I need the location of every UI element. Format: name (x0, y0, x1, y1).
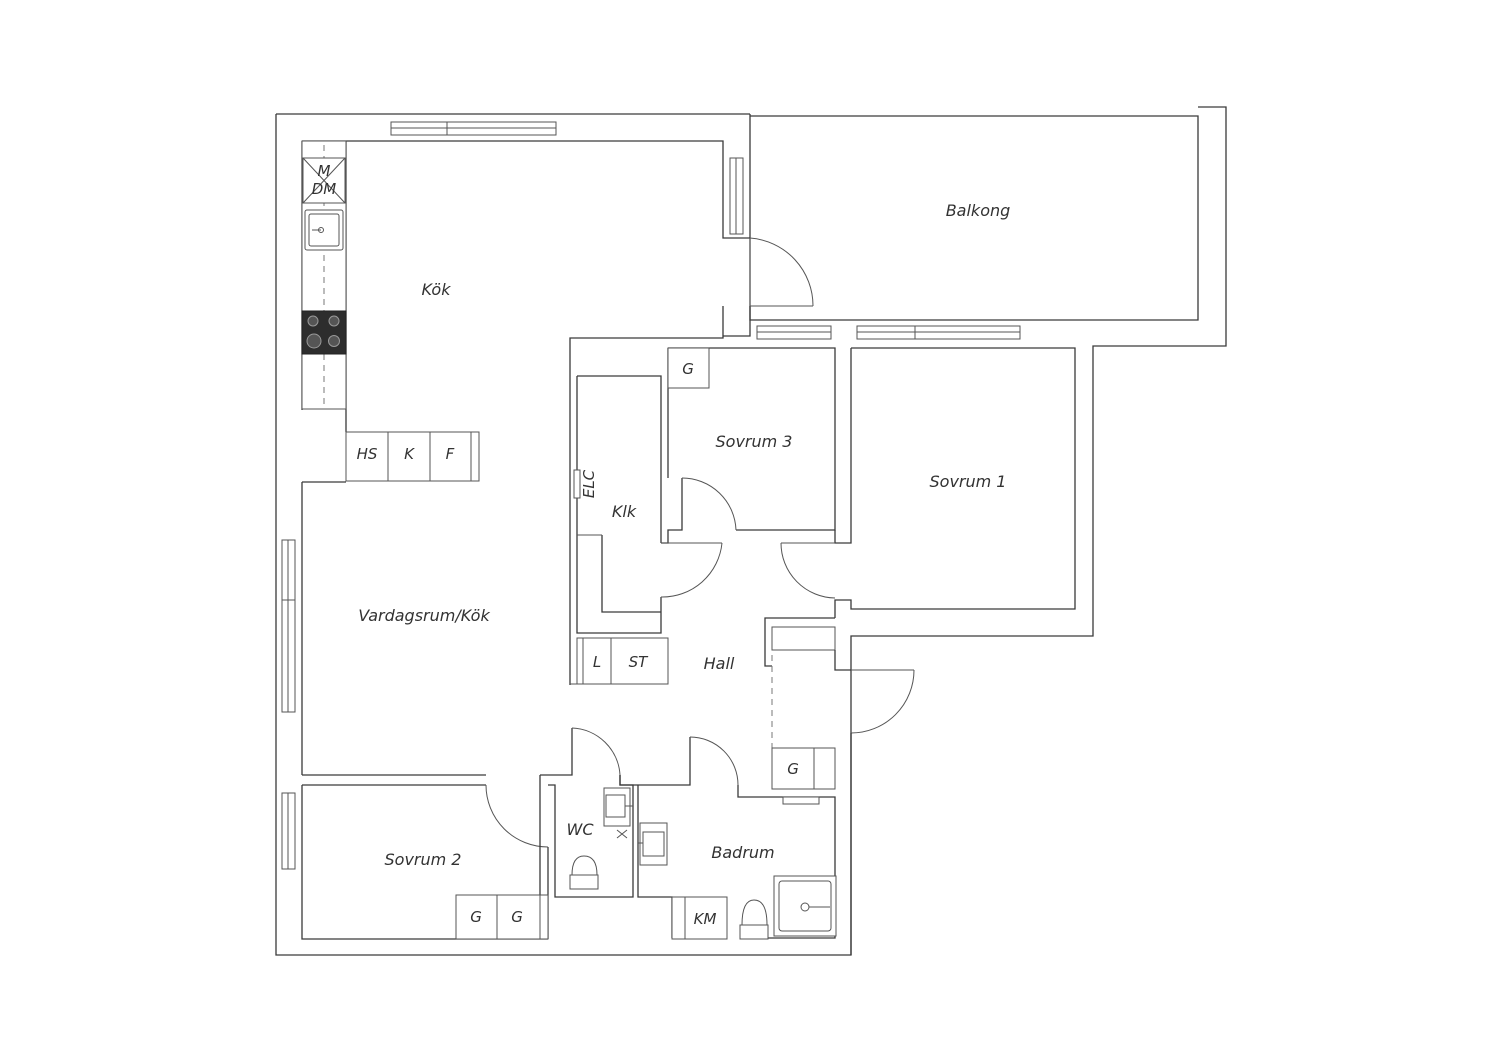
label-wardrobe-sovrum2-b: G (511, 908, 523, 926)
label-microwave: M (318, 162, 331, 180)
label-laundry: L (593, 653, 601, 671)
label-elc: ELC (580, 469, 598, 498)
room-labels: Kök Balkong Sovrum 3 Sovrum 1 Klk Vardag… (358, 201, 1010, 869)
label-badrum: Badrum (711, 843, 774, 862)
balcony-door (749, 237, 814, 307)
label-dishwasher: DM (312, 180, 337, 198)
label-freezer: HS (357, 445, 378, 463)
outer-walls (275, 106, 1227, 956)
kitchen-walls (302, 140, 751, 685)
label-hall: Hall (704, 654, 735, 673)
label-wardrobe-sovrum2-a: G (470, 908, 482, 926)
label-klk: Klk (612, 502, 637, 521)
sovrum1-walls (780, 347, 1076, 618)
fixture-labels: M DM HS K F G ELC L ST G G G KM (312, 162, 799, 928)
label-wc: WC (567, 820, 595, 839)
sovrum2-walls (302, 774, 549, 940)
label-sovrum3: Sovrum 3 (716, 432, 793, 451)
label-kok: Kök (422, 280, 452, 299)
label-wardrobe-sovrum3: G (682, 360, 694, 378)
label-fridge: K (404, 445, 415, 463)
klk-walls (570, 375, 723, 685)
kitchen-counter (301, 140, 480, 482)
label-sovrum1: Sovrum 1 (930, 472, 1007, 491)
label-washer: KM (694, 910, 717, 928)
label-vardagsrum: Vardagsrum/Kök (358, 606, 490, 625)
label-storage: ST (629, 653, 650, 671)
hall-walls (764, 617, 915, 955)
label-wardrobe-hall: G (787, 760, 799, 778)
badrum-walls (619, 736, 837, 940)
label-balkong: Balkong (946, 201, 1011, 220)
label-sovrum2: Sovrum 2 (385, 850, 462, 869)
sovrum3-walls (661, 347, 836, 544)
wc-walls (540, 727, 634, 898)
label-fridge2: F (446, 445, 455, 463)
windows (281, 121, 1021, 870)
